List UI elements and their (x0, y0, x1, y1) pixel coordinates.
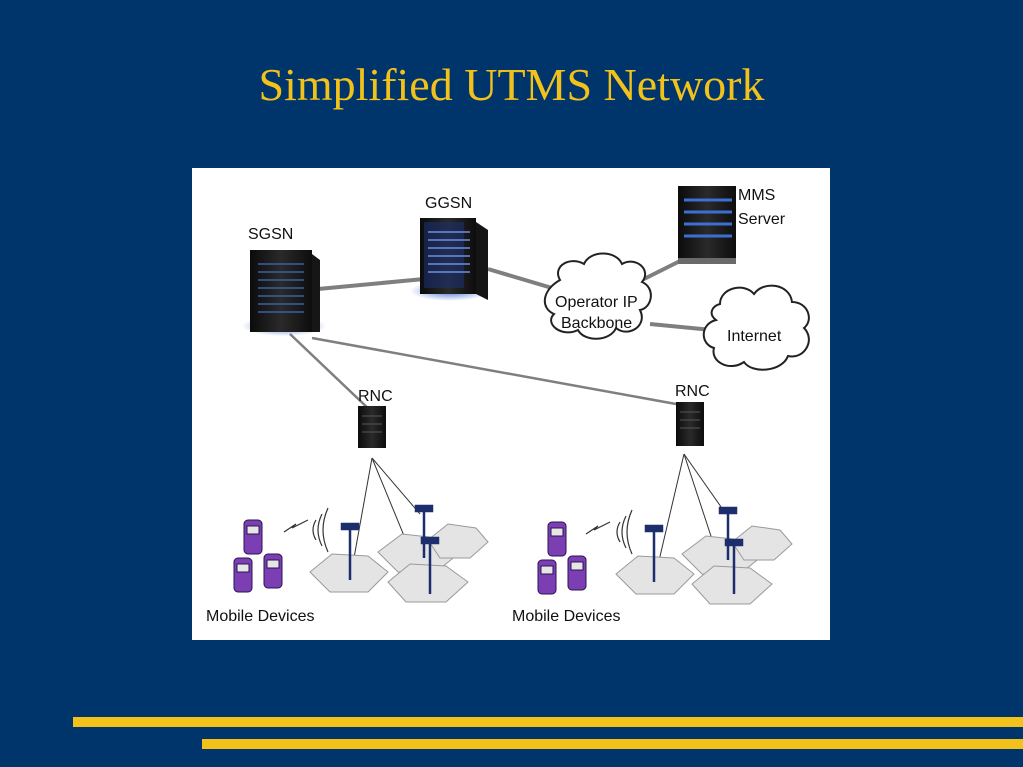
mobile-devices-right-label: Mobile Devices (512, 608, 620, 625)
rnc-right-label: RNC (675, 383, 710, 400)
internet-label: Internet (727, 328, 782, 345)
internet-cloud-icon (702, 284, 810, 371)
mms-server-label-line2: Server (738, 211, 786, 228)
mobile-devices-left-label: Mobile Devices (206, 608, 314, 625)
mms-server-icon (678, 186, 736, 264)
radio-signal-icon (283, 507, 329, 553)
operator-backbone-label-line2: Backbone (561, 315, 632, 332)
ggsn-label: GGSN (425, 195, 472, 212)
sgsn-server-icon (242, 250, 326, 336)
sgsn-label: SGSN (248, 226, 293, 243)
mobile-phone-icon (537, 521, 587, 595)
slide-title: Simplified UTMS Network (258, 59, 765, 110)
cell-coverage-map-right (615, 525, 793, 605)
rnc-left-label: RNC (358, 388, 393, 405)
rnc-left-icon (358, 406, 386, 448)
mms-server-label-line1: MMS (738, 187, 775, 204)
ggsn-server-icon (410, 218, 490, 301)
cell-area-left (233, 457, 489, 603)
mobile-phone-icon (233, 519, 283, 593)
link-sgsn-rnc-left (289, 333, 373, 413)
network-diagram: SGSN GGSN MMS Server (192, 168, 830, 640)
network-links (317, 259, 713, 332)
link-backbone-mms (641, 259, 681, 282)
link-sgsn-rnc-right (311, 336, 677, 406)
link-ggsn-backbone (487, 267, 553, 290)
radio-signal-icon (585, 509, 633, 555)
operator-backbone-label-line1: Operator IP (555, 294, 638, 311)
cell-coverage-map-left (309, 523, 489, 603)
cell-area-right (537, 453, 793, 605)
rnc-right-icon (676, 402, 704, 446)
link-backbone-internet (649, 322, 713, 332)
accent-bar-bottom (202, 739, 1023, 749)
antenna-tower-icon (340, 504, 440, 594)
antenna-tower-icon (644, 506, 744, 594)
operator-backbone-cloud-icon (544, 252, 652, 340)
link-sgsn-ggsn (317, 277, 425, 291)
accent-bar-top (73, 717, 1023, 727)
